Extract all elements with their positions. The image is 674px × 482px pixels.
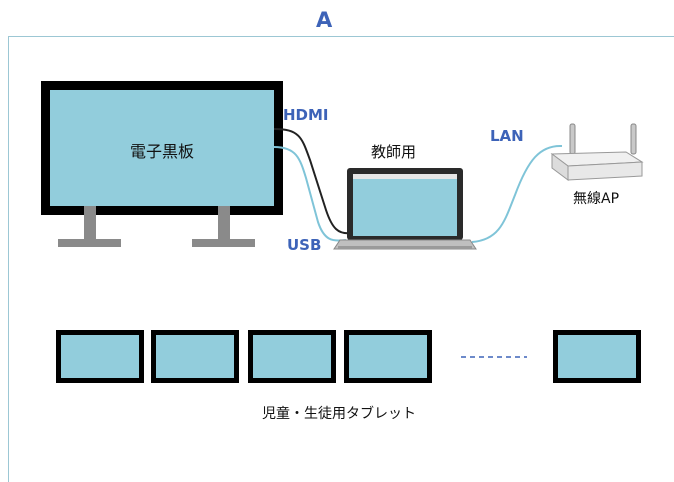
laptop-label: 教師用 [371,143,417,161]
whiteboard-right-leg [218,206,230,241]
ap-side [567,161,643,181]
whiteboard-right-foot [192,239,255,247]
hdmi-cable [273,128,353,235]
ap-label: 無線AP [573,191,620,207]
usb-cable [273,146,347,242]
whiteboard-label: 電子黒板 [129,142,194,161]
student-tablet [248,330,336,383]
wireless-access-point [550,123,644,181]
ap-right-antenna [630,123,637,155]
ap-left-antenna [569,123,576,155]
student-tablet [344,330,432,383]
tablets-label: 児童・生徒用タブレット [262,406,416,422]
student-tablet [553,330,641,383]
student-tablet [151,330,239,383]
teacher-laptop [333,168,477,250]
frame-top-border [8,36,674,37]
student-tablet [56,330,144,383]
laptop-keyboard-edge [338,246,472,249]
hdmi-label: HDMI [283,106,329,124]
whiteboard-left-foot [58,239,121,247]
lan-label: LAN [490,127,524,145]
usb-label: USB [287,236,322,254]
whiteboard-left-leg [84,206,96,241]
laptop-screen [353,174,457,236]
electronic-whiteboard: 電子黒板 [41,81,283,215]
lan-cable [471,144,563,243]
diagram-title: A [316,8,333,32]
frame-left-border [8,36,9,482]
laptop-screen-toolbar [353,174,457,179]
